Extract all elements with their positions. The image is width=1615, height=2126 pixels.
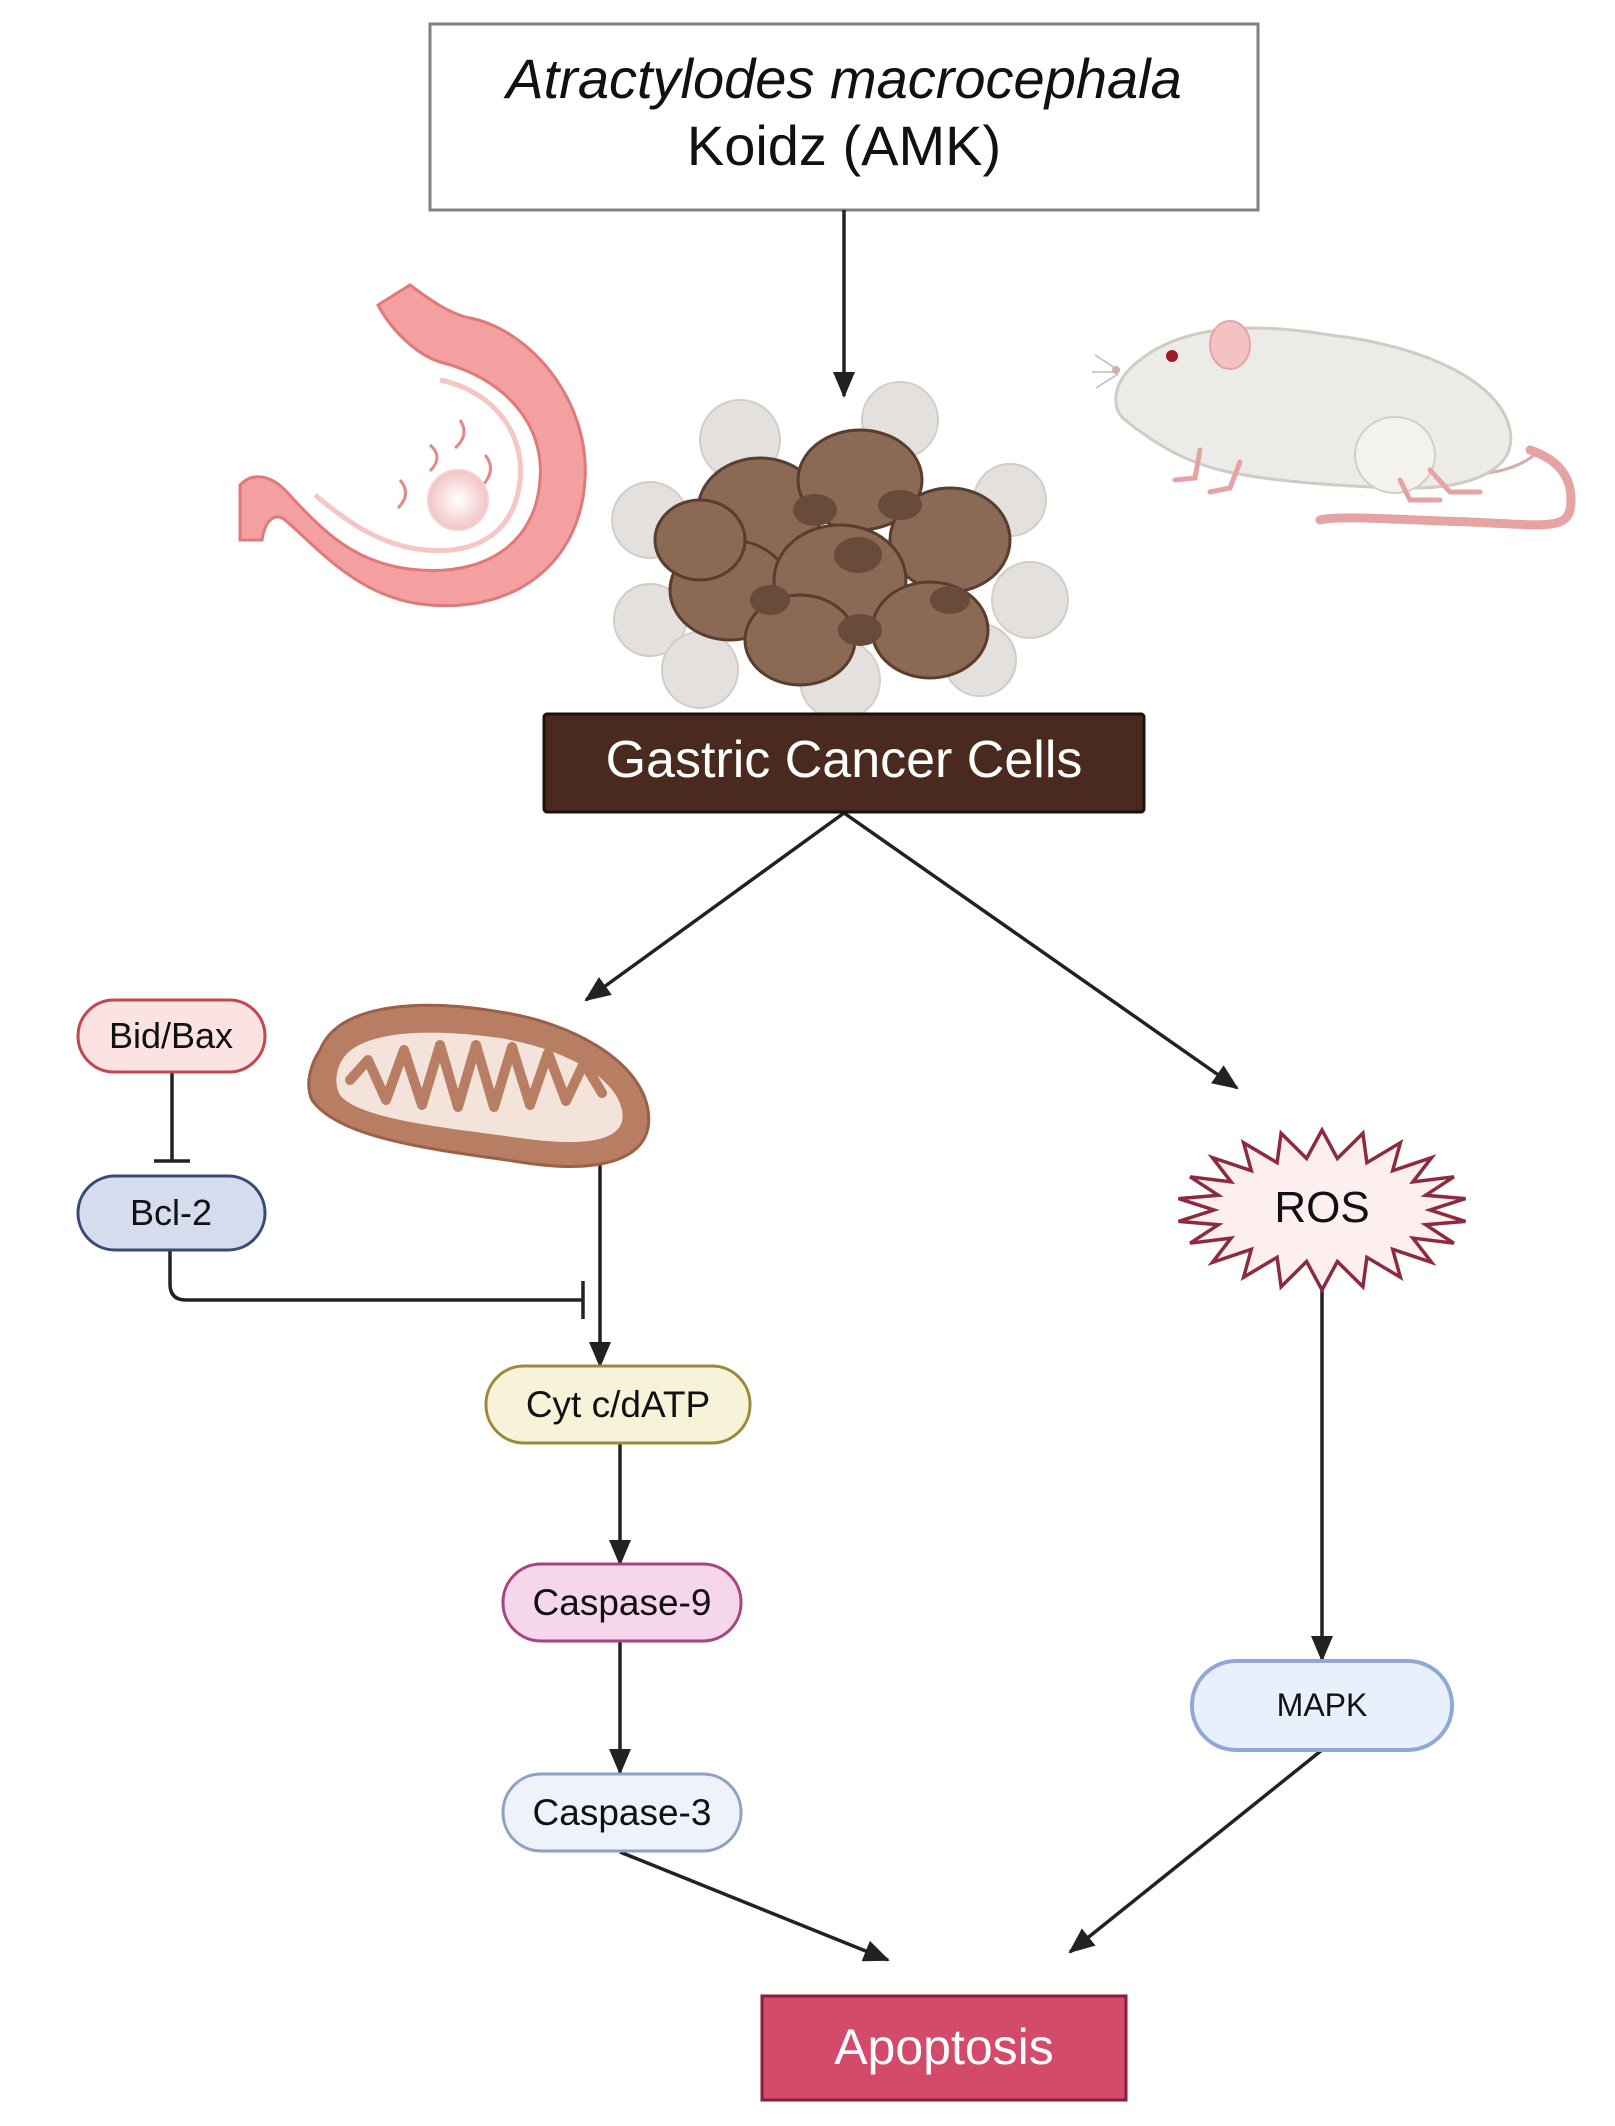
title-species: Atractylodes macrocephala <box>503 47 1181 110</box>
arrow-mapk-to-apoptosis <box>1068 1748 1324 1954</box>
mitochondrion-icon <box>307 1003 651 1168</box>
caspase-3-node: Caspase-3 <box>501 1772 743 1853</box>
caspase-3-label: Caspase-3 <box>533 1792 712 1833</box>
cancer-cell-cluster-icon <box>611 381 1069 721</box>
ros-node: ROS <box>1177 1126 1467 1294</box>
gastric-cancer-cells-label: Gastric Cancer Cells <box>606 731 1083 789</box>
arrow-casp3-to-apoptosis <box>619 1850 890 1962</box>
mouse-icon <box>1092 320 1576 530</box>
ros-starburst-shape <box>1177 1126 1467 1294</box>
bcl2-node: Bcl-2 <box>76 1174 267 1252</box>
connectors <box>154 210 1333 1962</box>
apoptosis-label: Apoptosis <box>834 2019 1054 2075</box>
ros-label: ROS <box>1274 1183 1369 1232</box>
arrow-cells-to-ros <box>842 811 1239 1090</box>
bid-bax-label: Bid/Bax <box>109 1015 233 1056</box>
bid-bax-node: Bid/Bax <box>76 998 267 1074</box>
cyt-c-datp-node: Cyt c/dATP <box>484 1364 752 1445</box>
caspase-9-label: Caspase-9 <box>533 1582 712 1623</box>
mapk-node: MAPK <box>1190 1659 1454 1752</box>
title-box: Atractylodes macrocephala Koidz (AMK) <box>428 22 1260 212</box>
arrow-cells-to-mito <box>584 811 846 1002</box>
gastric-cancer-cells-box: Gastric Cancer Cells <box>542 712 1146 814</box>
inhibit-bcl2-cytc <box>168 1250 582 1302</box>
stomach-icon <box>238 283 587 608</box>
mapk-label: MAPK <box>1277 1687 1368 1723</box>
cyt-c-datp-label: Cyt c/dATP <box>526 1384 710 1425</box>
title-name: Koidz (AMK) <box>687 114 1001 177</box>
apoptosis-box: Apoptosis <box>760 1994 1128 2102</box>
caspase-9-node: Caspase-9 <box>501 1562 743 1643</box>
bcl2-label: Bcl-2 <box>130 1192 212 1233</box>
